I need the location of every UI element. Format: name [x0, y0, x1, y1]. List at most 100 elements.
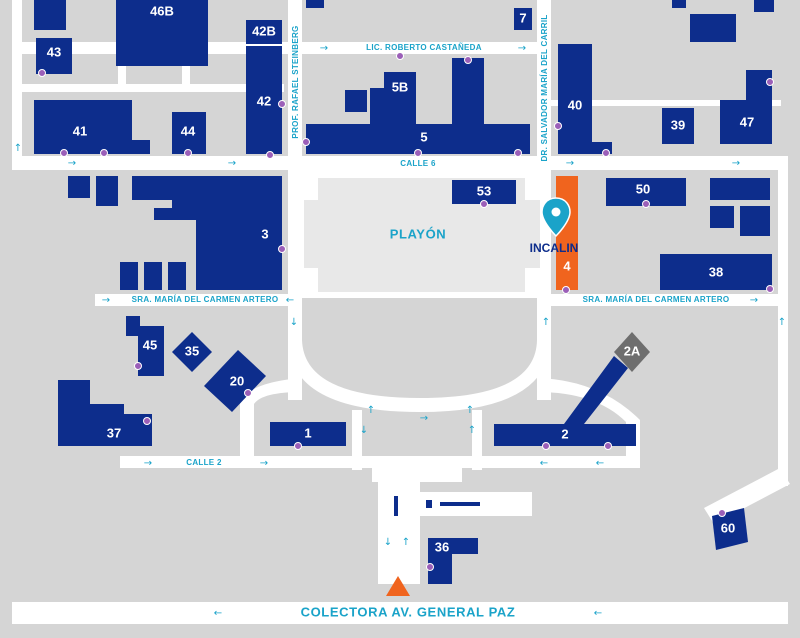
poi-dot[interactable] — [766, 285, 774, 293]
road-right-curve[interactable] — [537, 378, 640, 462]
building-60[interactable] — [712, 508, 748, 550]
poi-dot[interactable] — [766, 78, 774, 86]
poi-dot[interactable] — [134, 362, 142, 370]
building-2a[interactable] — [614, 332, 650, 372]
building-46b[interactable] — [116, 0, 208, 66]
building-41[interactable] — [34, 100, 150, 154]
building-3-annex[interactable] — [154, 208, 174, 220]
poi-dot[interactable] — [562, 286, 570, 294]
building-5-annex[interactable] — [345, 90, 367, 112]
road-carril[interactable] — [537, 0, 551, 170]
building-42b[interactable] — [246, 20, 282, 44]
poi-dot[interactable] — [602, 149, 610, 157]
building-3-wing-c[interactable] — [168, 262, 186, 290]
building-1[interactable] — [270, 422, 346, 446]
poi-dot[interactable] — [542, 442, 550, 450]
road-east-inner[interactable] — [551, 100, 781, 106]
building-45[interactable] — [126, 316, 164, 376]
road-center-left[interactable] — [352, 410, 362, 470]
label-20: 20 — [230, 373, 244, 388]
building-east-a[interactable] — [710, 178, 770, 200]
building-3[interactable] — [132, 176, 282, 290]
incalin-marker[interactable]: INCALIN — [530, 197, 579, 255]
poi-dot[interactable] — [514, 149, 522, 157]
building-3-wing-b[interactable] — [144, 262, 162, 290]
building-top-right-b[interactable] — [754, 0, 774, 12]
building-east-c[interactable] — [740, 206, 770, 236]
poi-dot[interactable] — [396, 52, 404, 60]
entrance-triangle-icon[interactable] — [386, 576, 410, 596]
building-2[interactable] — [494, 356, 636, 446]
building-47[interactable] — [720, 70, 772, 144]
poi-dot[interactable] — [414, 149, 422, 157]
building-small-b[interactable] — [96, 176, 118, 206]
poi-dot[interactable] — [426, 563, 434, 571]
building-36[interactable] — [428, 538, 478, 584]
arrow-right-icon: → — [144, 458, 152, 469]
building-5[interactable] — [306, 58, 530, 154]
road-north-inner[interactable] — [22, 84, 284, 92]
label-7: 7 — [519, 10, 526, 25]
building-top-right-a[interactable] — [690, 14, 736, 42]
poi-dot[interactable] — [60, 149, 68, 157]
road-center-right[interactable] — [472, 410, 482, 470]
direction-arrows: ↑ → → → → → → → ← → ↓ ↑ ↑ ↑ → ↑ ↓ ↑ → → … — [14, 43, 786, 619]
label-46b: 46B — [150, 3, 174, 18]
road-east-lower[interactable] — [778, 306, 788, 486]
label-36: 36 — [435, 539, 449, 554]
poi-dot[interactable] — [480, 200, 488, 208]
poi-dot[interactable] — [38, 69, 46, 77]
building-38[interactable] — [660, 254, 772, 290]
building-39[interactable] — [662, 108, 694, 144]
poi-dot[interactable] — [302, 138, 310, 146]
poi-dot[interactable] — [143, 417, 151, 425]
poi-dot[interactable] — [184, 149, 192, 157]
road-general-paz[interactable] — [12, 602, 788, 624]
road-spur-a[interactable] — [118, 62, 126, 84]
arrow-up-icon: ↑ — [778, 317, 786, 328]
building-top-mid[interactable] — [306, 0, 324, 8]
road-west[interactable] — [12, 0, 22, 170]
poi-dot[interactable] — [642, 200, 650, 208]
road-calle-6[interactable] — [12, 156, 788, 170]
poi-dot[interactable] — [464, 56, 472, 64]
building-east-b[interactable] — [710, 206, 734, 228]
label-43: 43 — [47, 44, 61, 59]
arrow-up-icon: ↑ — [542, 317, 550, 328]
road-carmen-right[interactable] — [550, 294, 788, 306]
building-44[interactable] — [172, 112, 206, 154]
road-east[interactable] — [778, 170, 788, 300]
road-carmen-left[interactable] — [95, 294, 295, 306]
poi-dot[interactable] — [266, 151, 274, 159]
road-spur-b[interactable] — [182, 66, 190, 84]
road-loop-curve[interactable] — [288, 340, 551, 412]
building-small-a[interactable] — [68, 176, 90, 198]
arrow-left-icon: ← — [594, 608, 602, 619]
poi-dot[interactable] — [244, 389, 252, 397]
poi-dot[interactable] — [718, 509, 726, 517]
building-7[interactable] — [514, 8, 532, 30]
building-35[interactable] — [172, 332, 212, 372]
building-20[interactable] — [204, 350, 266, 412]
poi-dot[interactable] — [554, 122, 562, 130]
poi-dot[interactable] — [278, 245, 286, 253]
poi-dot[interactable] — [294, 442, 302, 450]
poi-dot[interactable] — [604, 442, 612, 450]
poi-dot[interactable] — [278, 100, 286, 108]
building-top-right-c[interactable] — [672, 0, 686, 8]
building-40[interactable] — [558, 44, 612, 154]
poi-dot[interactable] — [100, 149, 108, 157]
building-43[interactable] — [36, 38, 72, 74]
building-3-wing-a[interactable] — [120, 262, 138, 290]
road-left-curve[interactable] — [240, 378, 302, 462]
road-entrance[interactable] — [378, 482, 420, 584]
building-42[interactable] — [246, 46, 282, 154]
street-carmen-right: SRA. MARÍA DEL CARMEN ARTERO — [583, 295, 730, 304]
road-entrance-cross[interactable] — [372, 468, 462, 482]
location-pin-icon[interactable] — [541, 197, 571, 238]
building-37[interactable] — [58, 380, 152, 446]
building-top-left[interactable] — [34, 0, 66, 30]
label-45: 45 — [143, 337, 157, 352]
road-steinberg[interactable] — [288, 0, 302, 170]
road-diagonal-east[interactable] — [704, 468, 790, 524]
